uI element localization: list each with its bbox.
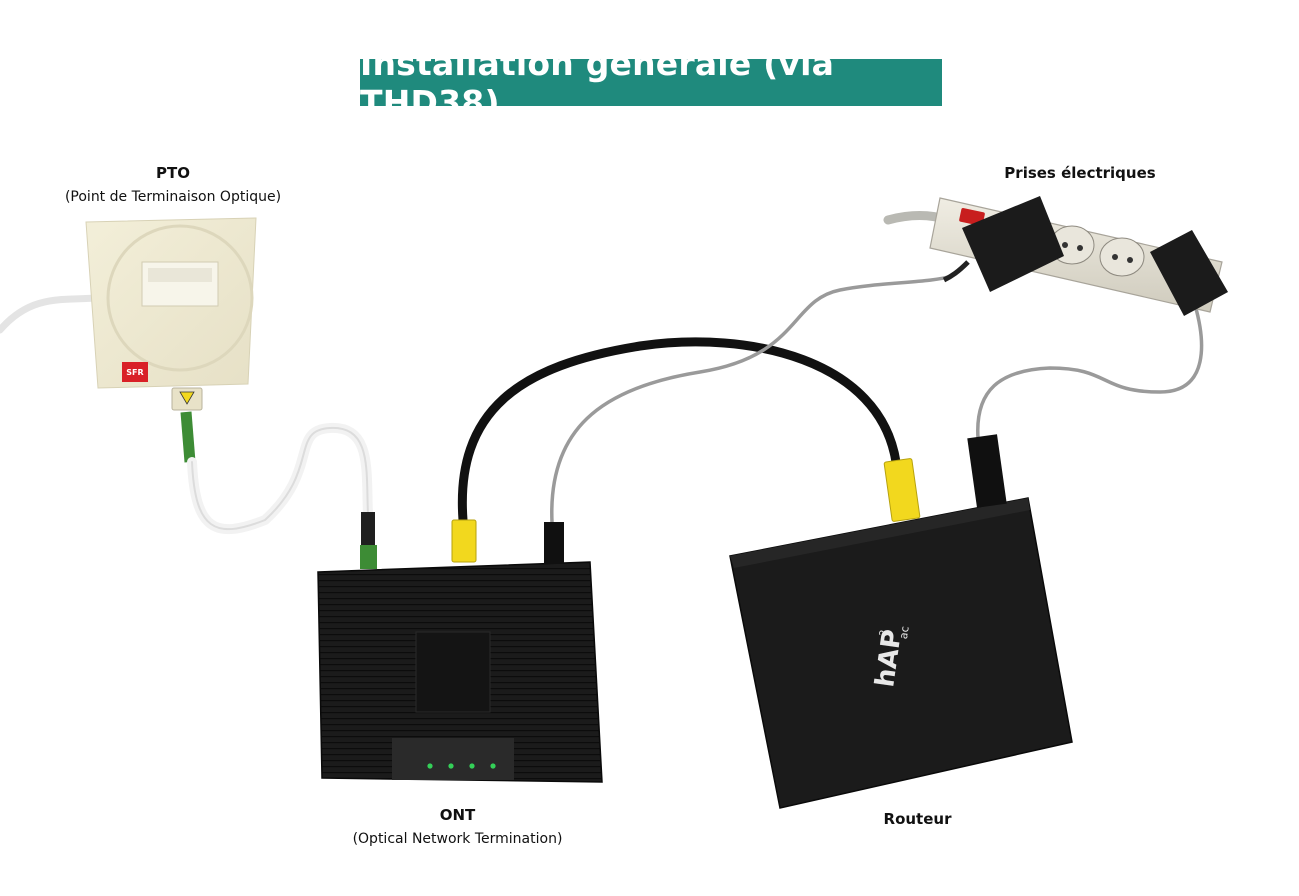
ont-name: ONT [439,806,476,824]
ont-led-1 [427,763,433,769]
ont-subtitle: (Optical Network Termination) [352,831,563,847]
hap-logo-sup: 2 [878,629,890,637]
laser-warning-icon [179,391,195,405]
power-jack-ont [544,522,564,564]
ont-label: ONT (Optical Network Termination) [320,806,595,847]
rj45-plug-ont[interactable] [451,519,477,563]
power-name: Prises électriques [1004,164,1156,182]
ont-led-panel [392,738,514,780]
hap-logo-sub: ac [897,625,912,639]
hap-logo: hAP ac 2 [870,625,912,689]
power-adapter-1 [962,196,1064,292]
ont-led-2 [448,763,454,769]
router-device: hAP ac 2 [729,434,1073,809]
pto-device: SFR [85,217,257,411]
fiber-connector-pto [180,411,196,463]
power-cable-ont [550,274,954,524]
sfr-logo-text: SFR [126,368,143,377]
socket-2 [1099,237,1145,277]
fiber-boot [361,512,375,552]
ont-center-panel [415,631,491,713]
page-title: Installation générale (via THD38) [360,44,942,122]
fiber-patch-cable [187,422,373,535]
pto-name: PTO [156,164,190,182]
power-adapter-2 [1150,230,1228,316]
power-cable-router [976,303,1204,440]
ont-device [317,512,603,783]
rj45-plug-router[interactable] [883,458,921,522]
socket-1 [1049,225,1095,265]
fiber-cable-incoming [0,294,104,334]
pto-sticker [141,261,219,307]
hap-logo-text: hAP [870,628,908,689]
router-name: Routeur [883,810,952,828]
power-strip [883,196,1228,316]
ont-led-4 [490,763,496,769]
fiber-connector-ont [360,545,377,569]
pto-subtitle: (Point de Terminaison Optique) [64,189,282,205]
sfr-logo [122,362,148,382]
power-switch[interactable] [959,208,985,227]
ont-led-3 [469,763,475,769]
power-jack-router [967,434,1007,508]
pto-label: PTO (Point de Terminaison Optique) [40,164,306,205]
power-label: Prises électriques [970,164,1190,182]
router-label: Routeur [860,810,975,828]
ethernet-cable [457,337,901,525]
